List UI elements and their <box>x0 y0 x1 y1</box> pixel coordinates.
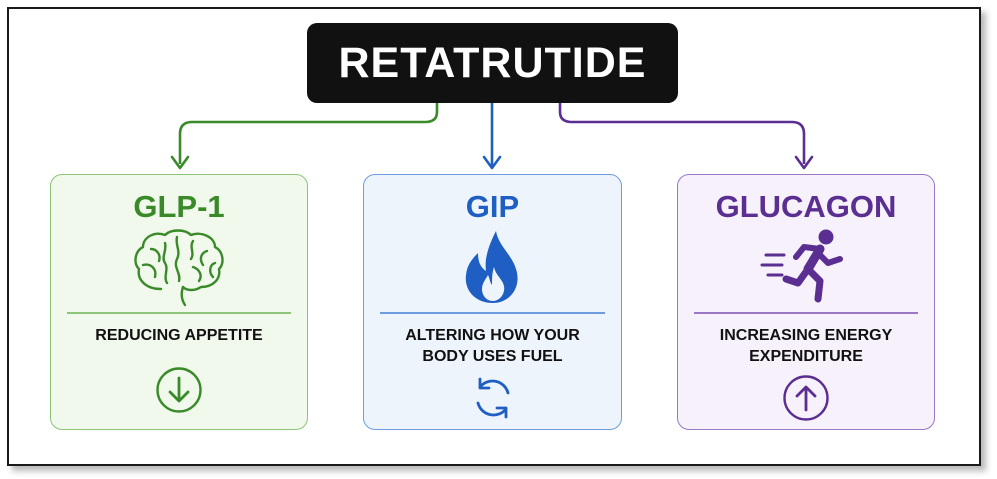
card-gip: GIP ALTERING HOW YOUR BODY USES FUEL <box>363 174 622 430</box>
refresh-cycle-icon <box>476 377 509 419</box>
card-description-line: ALTERING HOW YOUR <box>405 327 580 344</box>
title-box: RETATRUTIDE <box>307 23 678 103</box>
connector-glp1-arrowhead <box>170 155 190 170</box>
card-description-line: BODY USES FUEL <box>422 348 563 365</box>
card-heading: GLUCAGON <box>715 189 897 224</box>
card-heading: GIP <box>465 189 520 224</box>
connector-gip-arrowhead <box>482 155 502 170</box>
diagram-title: RETATRUTIDE <box>338 38 647 87</box>
flame-icon <box>465 231 518 303</box>
connector-glucagon-arrowhead <box>794 155 814 170</box>
card-description-line: EXPENDITURE <box>749 348 863 365</box>
running-person-icon <box>760 229 843 303</box>
card-description: REDUCING APPETITE <box>59 325 299 346</box>
card-description-line: REDUCING APPETITE <box>95 327 263 344</box>
card-heading: GLP-1 <box>133 189 225 224</box>
card-divider <box>380 312 605 314</box>
connector-glp1 <box>178 103 439 164</box>
card-glp1: GLP-1 REDUCING APPETITE <box>50 174 308 430</box>
connector-glucagon <box>558 103 806 164</box>
brain-icon <box>134 229 224 307</box>
card-divider <box>694 312 918 314</box>
arrow-down-circle-icon <box>156 367 202 413</box>
card-description: ALTERING HOW YOUR BODY USES FUEL <box>372 325 613 367</box>
arrow-up-circle-icon <box>783 375 829 421</box>
card-glucagon: GLUCAGON INCREASING ENERGY EXPENDITURE <box>677 174 935 430</box>
card-description-line: INCREASING ENERGY <box>719 327 893 344</box>
card-divider <box>67 312 291 314</box>
card-description: INCREASING ENERGY EXPENDITURE <box>686 325 926 367</box>
